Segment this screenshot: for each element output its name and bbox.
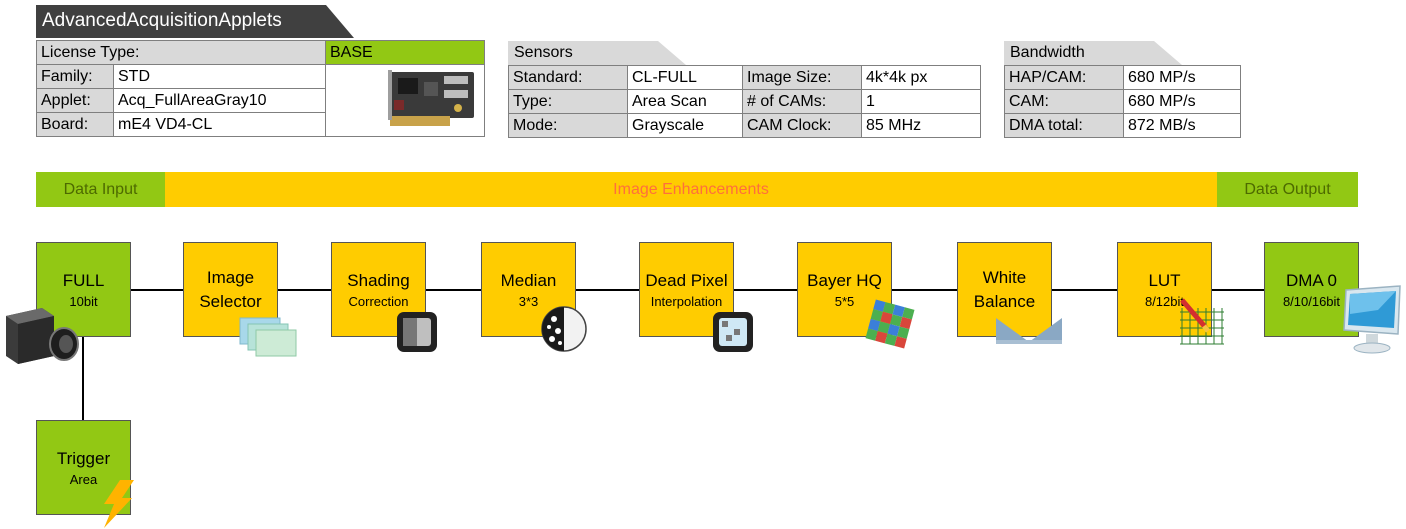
block-white-balance[interactable]: White Balance <box>957 242 1052 337</box>
standard-label: Standard: <box>508 65 628 90</box>
block-subtitle: Correction <box>348 293 409 309</box>
board-label: Board: <box>36 112 114 137</box>
bandwidth-title: Bandwidth <box>1010 44 1085 61</box>
block-lut[interactable]: LUT 8/12bit <box>1117 242 1212 337</box>
bandwidth-header: Bandwidth <box>1004 41 1184 65</box>
cam-clock-value: 85 MHz <box>861 113 981 138</box>
block-title: Bayer HQ <box>807 270 882 290</box>
block-dma[interactable]: DMA 0 8/10/16bit <box>1264 242 1359 337</box>
sensors-title: Sensors <box>514 44 573 61</box>
bandwidth-table: HAP/CAM: 680 MP/s CAM: 680 MP/s DMA tota… <box>1004 65 1241 138</box>
applet-label: Applet: <box>36 88 114 113</box>
data-input-stage: Data Input <box>36 172 165 207</box>
image-stack-icon <box>239 317 297 357</box>
white-balance-icon <box>996 318 1062 344</box>
monitor-icon <box>1343 285 1401 354</box>
cam-value: 680 MP/s <box>1123 89 1241 114</box>
trigger-connector <box>82 337 84 421</box>
hap-cam-label: HAP/CAM: <box>1004 65 1124 90</box>
frame-grabber-board-icon <box>388 70 474 126</box>
block-title: White Balance <box>973 267 1036 311</box>
sensors-table: Standard: CL-FULL Image Size: 4k*4k px T… <box>508 65 981 138</box>
block-title: Shading <box>347 270 410 290</box>
standard-value: CL-FULL <box>627 65 743 90</box>
block-title: Dead Pixel <box>645 270 728 290</box>
dma-total-label: DMA total: <box>1004 113 1124 138</box>
block-subtitle: 10bit <box>69 293 98 309</box>
dma-total-value: 872 MB/s <box>1123 113 1241 138</box>
license-type-value: BASE <box>325 40 485 65</box>
block-subtitle: 3*3 <box>518 293 539 309</box>
board-value: mE4 VD4-CL <box>113 112 326 137</box>
block-subtitle: 8/10/16bit <box>1282 293 1341 309</box>
median-icon <box>541 306 587 352</box>
type-label: Type: <box>508 89 628 114</box>
image-size-label: Image Size: <box>742 65 862 90</box>
lut-icon <box>1180 298 1224 345</box>
type-value: Area Scan <box>627 89 743 114</box>
cams-count-value: 1 <box>861 89 981 114</box>
image-enhancements-stage: Image Enhancements <box>165 172 1217 207</box>
sensors-header: Sensors <box>508 41 688 65</box>
title-tab-shape <box>36 5 354 38</box>
block-subtitle: Interpolation <box>650 293 723 309</box>
block-title: DMA 0 <box>1285 270 1338 290</box>
cam-label: CAM: <box>1004 89 1124 114</box>
shading-icon <box>397 312 437 352</box>
dead-pixel-icon <box>713 312 753 352</box>
hap-cam-value: 680 MP/s <box>1123 65 1241 90</box>
block-title: Trigger <box>56 448 111 468</box>
block-title: Image Selector <box>199 267 262 311</box>
cam-clock-label: CAM Clock: <box>742 113 862 138</box>
block-title: Median <box>500 270 557 290</box>
camera-icon <box>6 308 79 364</box>
data-output-stage: Data Output <box>1217 172 1358 207</box>
page-title: AdvancedAcquisitionApplets <box>42 10 282 31</box>
block-subtitle: 8/12bit <box>1144 293 1185 309</box>
family-value: STD <box>113 64 326 89</box>
title-tab: AdvancedAcquisitionApplets <box>36 5 354 38</box>
block-title: FULL <box>62 270 105 290</box>
lightning-icon <box>104 480 134 528</box>
license-type-label: License Type: <box>36 40 326 65</box>
block-subtitle: 5*5 <box>834 293 855 309</box>
applet-value: Acq_FullAreaGray10 <box>113 88 326 113</box>
image-size-value: 4k*4k px <box>861 65 981 90</box>
family-label: Family: <box>36 64 114 89</box>
cams-count-label: # of CAMs: <box>742 89 862 114</box>
mode-label: Mode: <box>508 113 628 138</box>
block-subtitle: Area <box>69 471 98 487</box>
mode-value: Grayscale <box>627 113 743 138</box>
bayer-grid-icon <box>865 299 915 349</box>
block-title: LUT <box>1148 270 1181 290</box>
